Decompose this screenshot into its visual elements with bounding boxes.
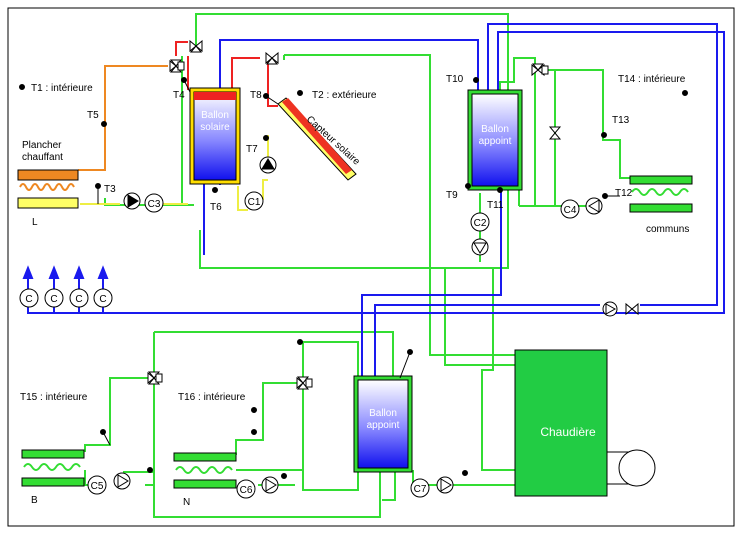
ballon-appoint-top-label-1: Ballon [481,124,509,135]
label-t1: T1 : intérieure [31,83,93,94]
c2-label: C2 [474,218,487,229]
c-label-2: C [50,294,57,305]
pump-c5 [113,472,131,490]
label-t14: T14 : intérieure [618,74,686,85]
c1-label: C1 [248,197,261,208]
label-t9: T9 [446,190,458,201]
c3-label: C3 [148,199,161,210]
label-t10: T10 [446,74,464,85]
chaudiere: Chaudière [514,349,656,497]
c-label-3: C [75,294,82,305]
radiator-b [21,449,85,487]
ballon-appoint-top-label-2: appoint [479,136,512,147]
radiator-communs [629,175,693,213]
ballon-solaire-label-1: Ballon [201,110,229,121]
label-t8: T8 [250,90,262,101]
valve-v5 [147,371,163,385]
label-room-b: B [31,495,38,506]
valve-two-way-2 [625,302,639,316]
valve-v2 [169,59,185,73]
chaudiere-label: Chaudière [540,425,596,439]
label-t6: T6 [210,202,222,213]
pump-c3 [123,192,141,210]
valve-v3 [265,51,279,65]
label-plancher-1: Plancher [22,140,62,151]
label-t16: T16 : intérieure [178,392,246,403]
text-labels: T1 : intérieure T2 : extérieure T3 T4 T5… [20,74,689,508]
frame-border [7,7,735,527]
c-label-1: C [25,294,32,305]
label-t7: T7 [246,144,258,155]
label-t2: T2 : extérieure [312,90,377,101]
label-communs: communs [646,224,689,235]
pumps [113,156,618,494]
meter-circles [19,191,580,499]
valve-v6 [296,376,313,390]
valve-two-way-1 [548,126,562,140]
radiator-n [173,452,237,489]
c7-label: C7 [414,484,427,495]
c5-label: C5 [91,481,104,492]
plancher-chauffant [17,169,79,209]
c-label-4: C [99,294,106,305]
label-room-n: N [183,497,190,508]
valve-v4 [531,63,549,77]
label-plancher-2: chauffant [22,152,63,163]
ballon-solaire-label-2: solaire [200,122,230,133]
label-t5: T5 [87,110,99,121]
c4-label: C4 [564,205,577,216]
capteur-solaire: Capteur solaire [277,97,362,181]
ballon-appoint-bottom: Ballon appoint [353,375,413,473]
yellow-pipes [80,135,269,211]
pump-return [602,301,618,317]
ballon-appoint-bottom-label-1: Ballon [369,408,397,419]
pump-c7 [436,476,454,494]
meter-labels: C3 C1 C2 C4 C5 C6 C7 C C C C [25,197,576,496]
ballon-appoint-bottom-label-2: appoint [367,420,400,431]
label-t12: T12 [615,188,633,199]
three-way-valves [147,39,639,390]
sensors [19,77,688,479]
red-pipes [175,41,278,107]
pump-c6 [261,476,279,494]
green-pipes [84,13,630,518]
label-t11: T11 [487,200,504,211]
label-plancher-id: L [32,217,38,228]
label-t15: T15 : intérieure [20,392,88,403]
label-t13: T13 [612,115,630,126]
label-t4: T4 [173,90,185,101]
ballon-solaire: Ballon solaire [189,87,241,185]
valve-v1 [189,39,203,53]
pump-c1 [259,156,277,174]
ballon-appoint-top: Ballon appoint [467,89,523,191]
label-t3: T3 [104,184,116,195]
orange-pipes [78,65,168,171]
pump-c4 [585,197,603,215]
c6-label: C6 [240,485,253,496]
pump-c2 [471,238,489,256]
